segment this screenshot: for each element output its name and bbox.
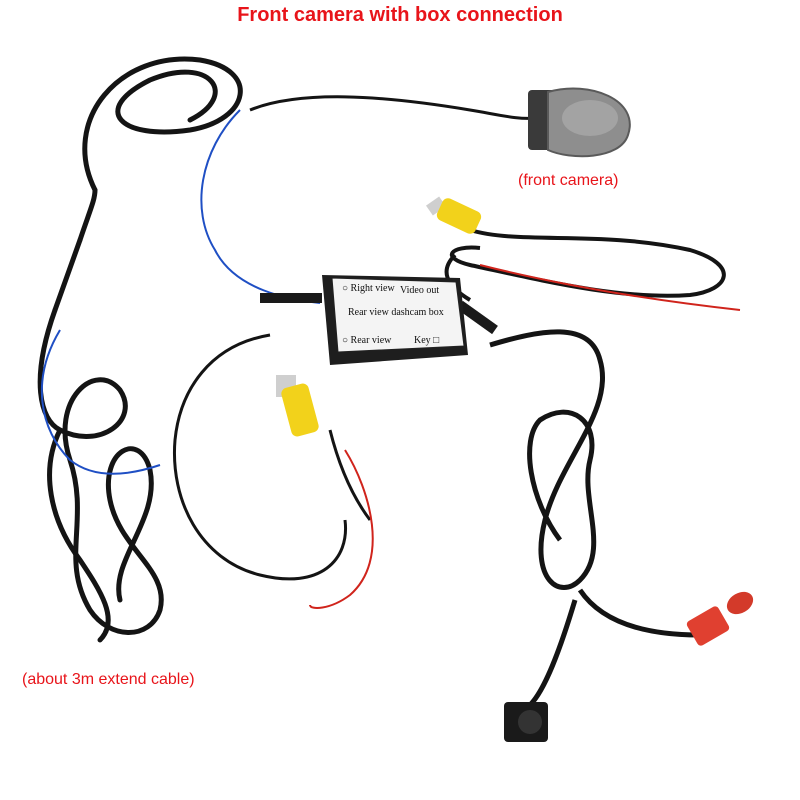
top-rca-cable — [426, 196, 741, 311]
box-label-rear-view: ○ Rear view — [342, 335, 392, 346]
rear-camera — [504, 702, 548, 742]
extend-cable-coil — [37, 56, 243, 643]
page-title: Front camera with box connection — [237, 4, 563, 26]
rear-view-text: Rear view — [350, 335, 392, 346]
right-view-text: Right view — [350, 283, 395, 294]
front-camera — [528, 87, 631, 158]
dashcam-box — [322, 275, 468, 365]
extend-cable-caption: (about 3m extend cable) — [22, 671, 195, 688]
key-text: Key — [414, 335, 431, 346]
box-label-right-view: ○ Right view — [342, 283, 395, 294]
box-label-model: Rear view dashcam box — [348, 307, 444, 318]
rear-view-cable — [172, 333, 348, 581]
blue-wire-lower — [40, 329, 161, 475]
rca-lead — [328, 429, 372, 521]
box-label-key: Key □ — [414, 335, 440, 346]
rear-camera-coil — [489, 329, 701, 707]
front-camera-cable — [249, 95, 536, 120]
front-camera-caption: (front camera) — [518, 172, 619, 189]
blue-wire — [200, 109, 321, 304]
box-lead-right — [457, 300, 498, 335]
power-plug — [686, 591, 754, 646]
lower-red-wire — [309, 449, 374, 609]
box-label-video-out: Video out — [400, 285, 440, 296]
lower-rca — [276, 375, 319, 437]
